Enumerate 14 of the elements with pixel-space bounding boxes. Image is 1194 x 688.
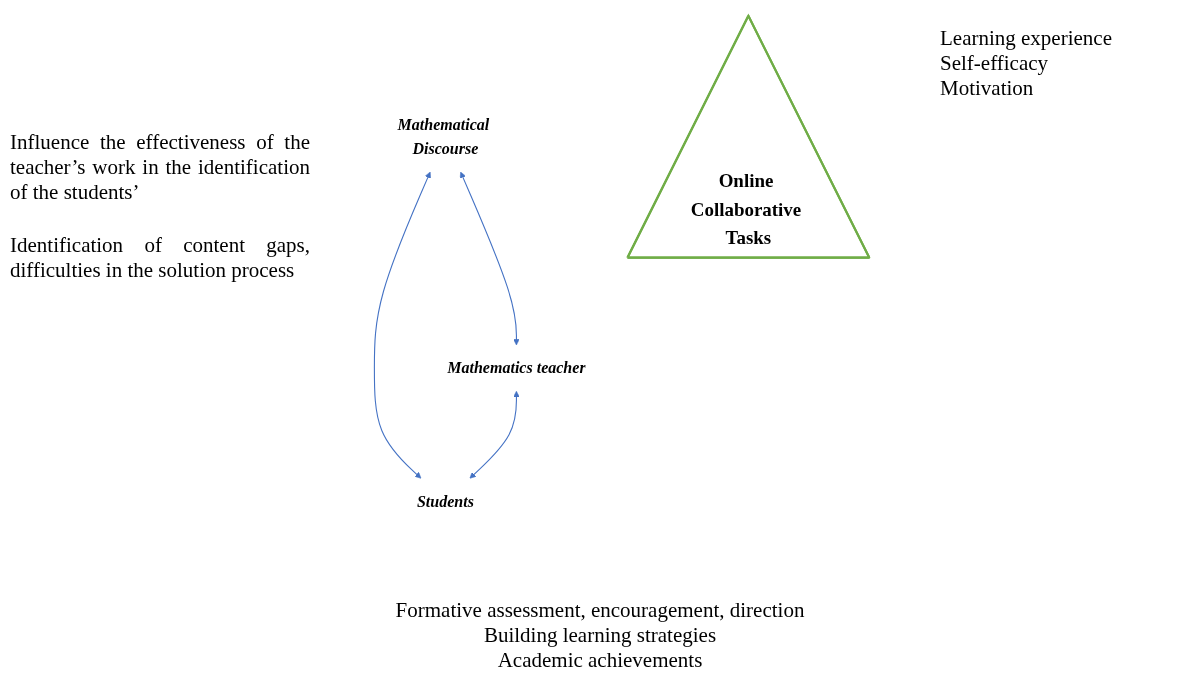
- note-text: Learning experience: [940, 26, 1113, 51]
- note-text: Building learning strategies: [482, 623, 718, 648]
- note-text: Influence the effectiveness of the teacher’s work in the identification of the students’: [10, 130, 310, 205]
- note-text: Motivation: [940, 76, 1035, 101]
- node-text: Mathematics teacher: [447, 358, 586, 378]
- note-text: Identification of content gaps, difficulties in the solution process: [10, 233, 310, 283]
- arrow: [373, 171, 431, 479]
- node-text: Students: [416, 492, 474, 511]
- note-text: Academic achievements: [496, 648, 704, 673]
- note-text: Formative assessment, encouragement, direction: [394, 598, 806, 623]
- note-text: Self-efficacy: [940, 51, 1050, 76]
- node-text: Mathematical Discourse: [397, 115, 490, 158]
- arrow: [469, 390, 520, 479]
- arrow: [459, 171, 520, 346]
